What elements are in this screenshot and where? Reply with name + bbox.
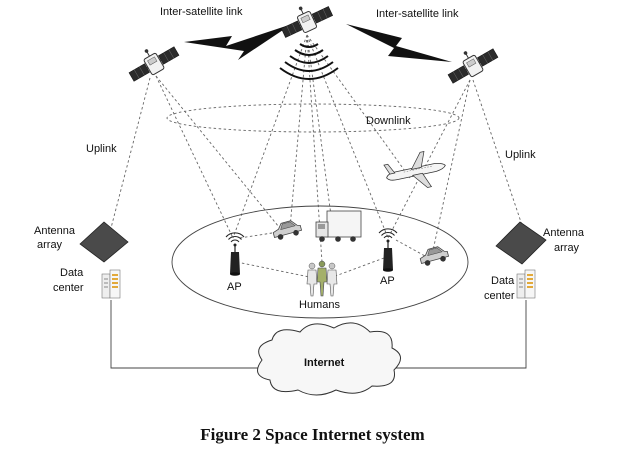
satellite-right-icon [441, 37, 501, 88]
internet-connection-lines [110, 300, 527, 369]
access-point-right-icon [378, 228, 398, 273]
inter-satellite-link-bolt-left [184, 24, 292, 60]
internet-cloud-icon [257, 322, 401, 396]
data-center-label-right-line1: Data [491, 275, 515, 287]
internet-label: Internet [304, 357, 345, 369]
data-center-label-left-line1: Data [60, 267, 84, 279]
satellite-left-icon [122, 35, 182, 86]
ground-coverage-ellipse [171, 205, 469, 319]
antenna-array-left-icon [79, 221, 129, 263]
antenna-array-label-right-line2: array [554, 242, 580, 254]
antenna-array-right-icon [495, 221, 547, 265]
humans-icon [306, 260, 338, 297]
inter-satellite-link-label-left: Inter-satellite link [160, 6, 243, 18]
data-center-left-icon [101, 269, 121, 299]
antenna-array-label-left-line1: Antenna [34, 225, 76, 237]
data-center-right-icon [516, 269, 536, 299]
access-point-left-icon [225, 232, 245, 277]
airplane-icon [383, 151, 446, 188]
car-left-icon [270, 218, 304, 242]
figure-caption: Figure 2 Space Internet system [200, 425, 425, 444]
antenna-array-label-left-line2: array [37, 239, 63, 251]
inter-satellite-link-label-right: Inter-satellite link [376, 8, 459, 20]
humans-label: Humans [299, 299, 340, 311]
antenna-array-label-right-line1: Antenna [543, 227, 585, 239]
uplink-left-line [110, 77, 151, 229]
ground-links [236, 232, 426, 279]
truck-icon [315, 210, 362, 242]
ap-label-right: AP [380, 275, 395, 287]
car-right-icon [417, 244, 451, 268]
downlink-ellipse [166, 103, 460, 133]
data-center-label-left-line2: center [53, 282, 84, 294]
data-center-label-right-line2: center [484, 290, 515, 302]
downlink-label: Downlink [366, 115, 411, 127]
ap-label-left: AP [227, 281, 242, 293]
uplink-label-left: Uplink [86, 143, 117, 155]
broadcast-waves-icon [279, 43, 339, 80]
inter-satellite-link-bolt-right [346, 24, 452, 62]
uplink-right-line [472, 79, 524, 229]
uplink-label-right: Uplink [505, 149, 536, 161]
satellite-center-icon [275, 0, 336, 42]
